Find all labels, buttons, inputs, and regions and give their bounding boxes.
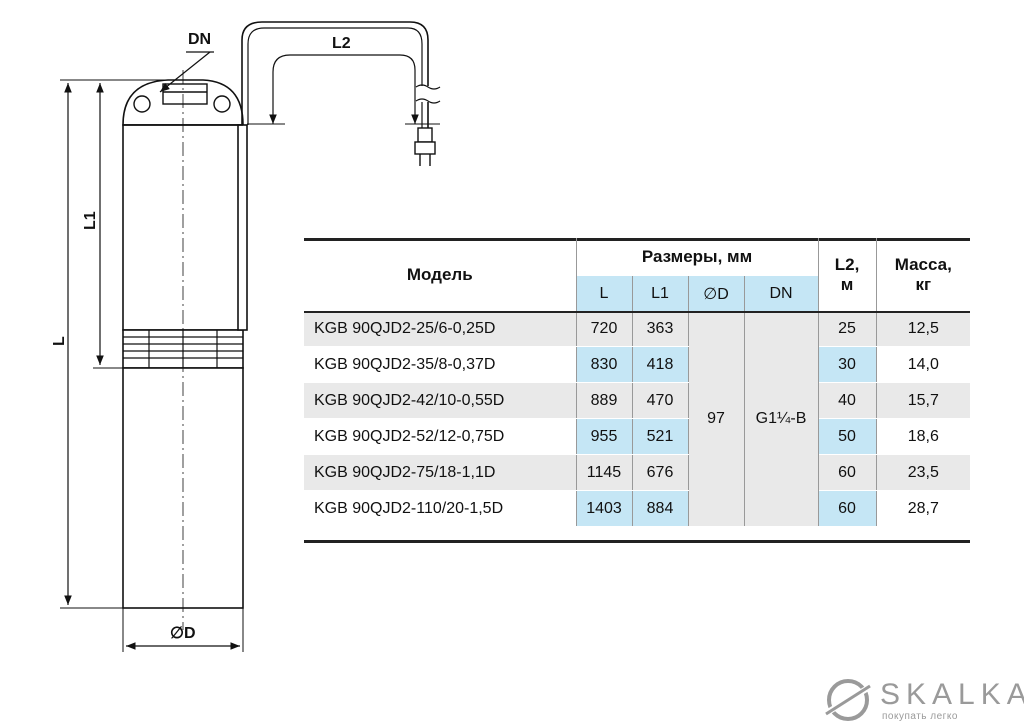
- header-model: Модель: [304, 238, 577, 311]
- cell-l1: 884: [632, 490, 689, 527]
- cable-guard: [237, 124, 248, 331]
- cell-l: 1145: [576, 454, 633, 491]
- cell-mass: 14,0: [876, 346, 971, 383]
- cell-l2: 60: [818, 490, 877, 527]
- cell-model: KGB 90QJD2-52/12-0,75D: [304, 418, 577, 455]
- cell-model: KGB 90QJD2-42/10-0,55D: [304, 382, 577, 419]
- table-row: KGB 90QJD2-42/10-0,55D 889 470 40 15,7: [304, 382, 971, 419]
- table-row: KGB 90QJD2-35/8-0,37D 830 418 30 14,0: [304, 346, 971, 383]
- cell-l: 830: [576, 346, 633, 383]
- cell-mass: 28,7: [876, 490, 971, 527]
- power-cable-inner: [247, 27, 423, 130]
- logo-tagline: покупать легко: [882, 711, 958, 722]
- plug-icon: [414, 127, 436, 166]
- table-bottom-rule: [304, 540, 970, 543]
- cell-model: KGB 90QJD2-75/18-1,1D: [304, 454, 577, 491]
- skalka-logo[interactable]: SKALKA покупать легко: [822, 678, 1024, 722]
- power-cable: [241, 21, 429, 130]
- header-mass-line2: кг: [915, 274, 932, 294]
- header-dimensions: Размеры, мм: [576, 238, 819, 276]
- dn-leader: [159, 51, 211, 93]
- cell-l2: 50: [818, 418, 877, 455]
- header-sub-l1: L1: [632, 276, 689, 311]
- table-row: KGB 90QJD2-110/20-1,5D 1403 884 60 28,7: [304, 490, 971, 527]
- cell-mass: 23,5: [876, 454, 971, 491]
- cell-l2: 25: [818, 311, 877, 347]
- specs-table: Модель Размеры, мм L2, м Масса, кг L L1 …: [304, 238, 971, 527]
- diameter-label: ∅D: [170, 625, 196, 642]
- cell-l2: 40: [818, 382, 877, 419]
- cell-l1: 676: [632, 454, 689, 491]
- cell-l: 955: [576, 418, 633, 455]
- cell-l2: 30: [818, 346, 877, 383]
- cell-model: KGB 90QJD2-35/8-0,37D: [304, 346, 577, 383]
- l2-label: L2: [332, 35, 351, 52]
- cell-l: 1403: [576, 490, 633, 527]
- header-l2-line1: L2,: [834, 254, 860, 274]
- header-sub-dn: DN: [744, 276, 819, 311]
- logo-wordmark: SKALKA: [880, 678, 1024, 711]
- header-mass: Масса, кг: [876, 238, 970, 311]
- l-label: L: [51, 336, 68, 346]
- l1-label: L1: [82, 211, 99, 230]
- table-header-rule: [304, 311, 970, 313]
- header-sub-d: ∅D: [688, 276, 745, 311]
- header-l2-line2: м: [840, 274, 854, 294]
- header-sub-l: L: [576, 276, 633, 311]
- header-mass-line1: Масса,: [894, 254, 952, 274]
- cell-l2: 60: [818, 454, 877, 491]
- header-l2: L2, м: [818, 238, 877, 311]
- table-row: KGB 90QJD2-75/18-1,1D 1145 676 60 23,5: [304, 454, 971, 491]
- cell-l1: 470: [632, 382, 689, 419]
- cell-mass: 12,5: [876, 311, 971, 347]
- cell-diameter: 97: [688, 311, 745, 527]
- cell-mass: 15,7: [876, 382, 971, 419]
- cell-l: 889: [576, 382, 633, 419]
- dn-label: DN: [188, 31, 211, 48]
- cell-dn: G1¼-B: [744, 311, 819, 527]
- skalka-logo-icon: [825, 679, 871, 721]
- cell-model: KGB 90QJD2-25/6-0,25D: [304, 311, 577, 347]
- cell-l1: 363: [632, 311, 689, 347]
- table-row: KGB 90QJD2-25/6-0,25D 720 363 97 G1¼-B 2…: [304, 311, 971, 527]
- cell-l: 720: [576, 311, 633, 347]
- l2-dimension-line: [269, 54, 419, 124]
- cell-model: KGB 90QJD2-110/20-1,5D: [304, 490, 577, 527]
- cell-l1: 521: [632, 418, 689, 455]
- table-row: KGB 90QJD2-52/12-0,75D 955 521 50 18,6: [304, 418, 971, 455]
- cell-mass: 18,6: [876, 418, 971, 455]
- cable-break-icon: [415, 84, 441, 104]
- cell-l1: 418: [632, 346, 689, 383]
